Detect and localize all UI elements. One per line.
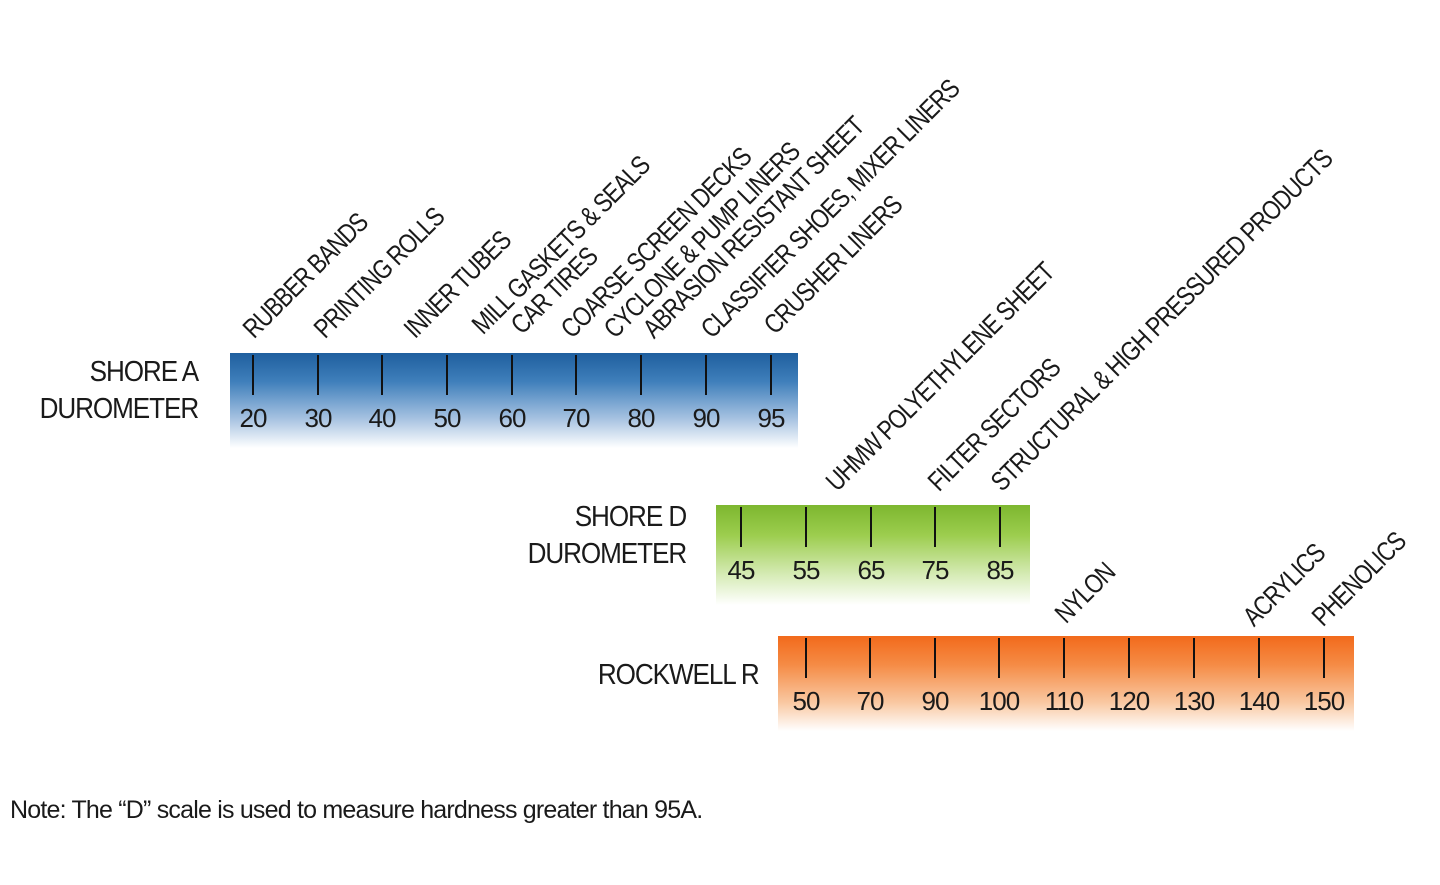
shore-d-label-line-1: SHORE D xyxy=(574,501,687,533)
shore-a-tick xyxy=(317,355,319,395)
shore-a-tick-label: 80 xyxy=(627,403,656,433)
rockwell-r-tick xyxy=(1258,638,1260,678)
rockwell-r-tick-label: 130 xyxy=(1173,686,1215,716)
rockwell-r-tick xyxy=(805,638,807,678)
rockwell-r-tick xyxy=(1128,638,1130,678)
rockwell-r-tick xyxy=(1063,638,1065,678)
rockwell-r-label-line-1: ROCKWELL R xyxy=(598,659,760,691)
rockwell-r-application-label: NYLON xyxy=(1049,557,1121,629)
rockwell-r-tick-label: 50 xyxy=(792,686,821,716)
shore-d-tick-label: 45 xyxy=(727,555,756,585)
rockwell-r-bar: 50 70 90 100 110 120 130 140 150 xyxy=(778,636,1354,731)
shore-a-label-line-2: DUROMETER xyxy=(39,393,200,425)
rockwell-r-tick-label: 120 xyxy=(1108,686,1150,716)
shore-a-tick-label: 40 xyxy=(368,403,397,433)
rockwell-r-tick xyxy=(998,638,1000,678)
shore-a-tick-label: 30 xyxy=(304,403,333,433)
rockwell-r-tick-label: 100 xyxy=(978,686,1020,716)
shore-d-tick xyxy=(870,507,872,547)
rockwell-r-tick xyxy=(869,638,871,678)
shore-d-tick xyxy=(934,507,936,547)
shore-a-tick xyxy=(640,355,642,395)
shore-a-tick-label: 95 xyxy=(757,403,786,433)
shore-a-label-line-1: SHORE A xyxy=(89,356,200,388)
shore-a-label: SHORE A DUROMETER xyxy=(39,354,200,428)
shore-d-label-line-2: DUROMETER xyxy=(527,538,688,570)
shore-a-application-label: RUBBER BANDS xyxy=(237,207,374,344)
rockwell-r-tick-label: 150 xyxy=(1303,686,1345,716)
rockwell-r-tick-label: 110 xyxy=(1044,686,1084,716)
rockwell-r-tick-label: 90 xyxy=(921,686,950,716)
rockwell-r-tick-label: 140 xyxy=(1238,686,1280,716)
shore-a-tick-label: 60 xyxy=(498,403,527,433)
shore-d-tick xyxy=(740,507,742,547)
rockwell-r-tick xyxy=(1323,638,1325,678)
shore-a-tick xyxy=(446,355,448,395)
rockwell-r-application-label: PHENOLICS xyxy=(1306,526,1412,632)
shore-d-bar: 45 55 65 75 85 xyxy=(716,505,1030,605)
footnote: Note: The “D” scale is used to measure h… xyxy=(10,796,703,824)
shore-d-application-label: STRUCTURAL & HIGH PRESSURED PRODUCTS xyxy=(985,143,1339,497)
shore-d-tick xyxy=(999,507,1001,547)
rockwell-r-tick xyxy=(1193,638,1195,678)
shore-a-tick xyxy=(770,355,772,395)
rockwell-r-tick xyxy=(934,638,936,678)
shore-a-tick xyxy=(575,355,577,395)
shore-d-tick-label: 85 xyxy=(986,555,1015,585)
shore-a-tick-label: 70 xyxy=(562,403,591,433)
shore-a-tick-label: 50 xyxy=(433,403,462,433)
shore-a-bar: 20 30 40 50 60 70 80 90 95 xyxy=(230,353,798,448)
shore-a-tick-label: 90 xyxy=(692,403,721,433)
shore-d-tick-label: 65 xyxy=(857,555,886,585)
shore-a-tick xyxy=(705,355,707,395)
rockwell-r-tick-label: 70 xyxy=(856,686,885,716)
shore-a-tick-label: 20 xyxy=(239,403,268,433)
shore-a-tick xyxy=(381,355,383,395)
shore-d-label: SHORE D DUROMETER xyxy=(527,499,688,573)
shore-d-tick xyxy=(805,507,807,547)
rockwell-r-label: ROCKWELL R xyxy=(598,657,760,694)
shore-a-tick xyxy=(511,355,513,395)
shore-d-tick-label: 55 xyxy=(792,555,821,585)
shore-d-tick-label: 75 xyxy=(921,555,950,585)
shore-a-tick xyxy=(252,355,254,395)
